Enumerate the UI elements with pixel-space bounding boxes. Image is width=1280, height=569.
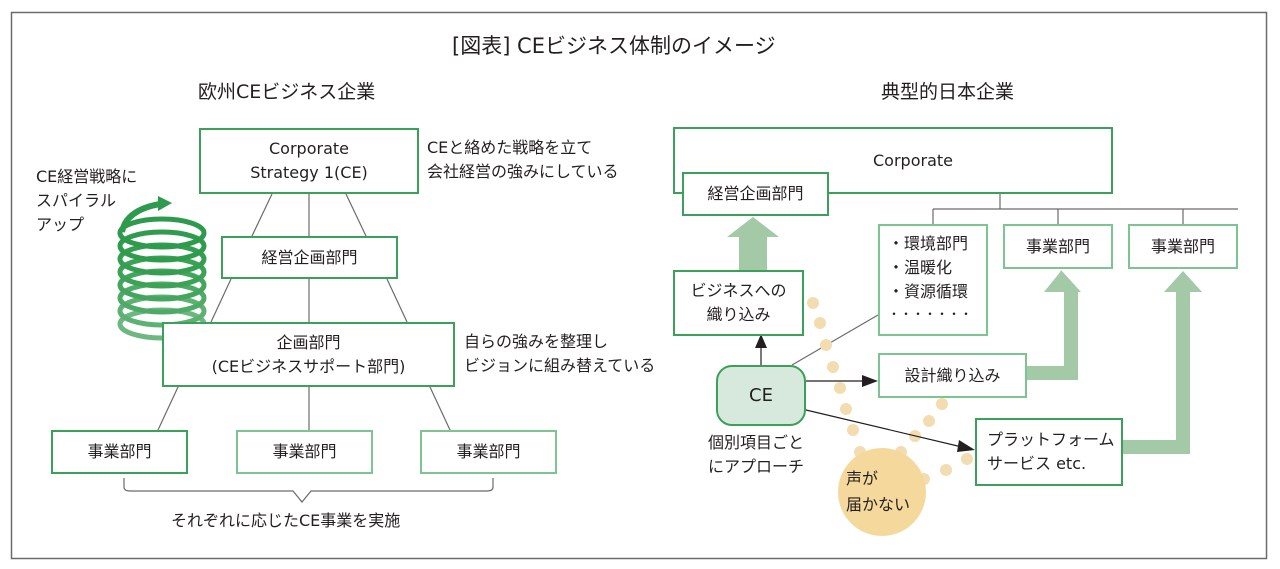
design-box: 設計織り込み (878, 353, 1027, 398)
right-connectors (791, 194, 1238, 366)
right-business-unit-1: 事業部門 (1003, 224, 1113, 269)
left-business-unit-2: 事業部門 (236, 430, 373, 474)
ce-note: 個別項目ごと にアプローチ (708, 433, 805, 476)
right-heading: 典型的日本企業 (881, 81, 1015, 103)
left-planning-box: 経営企画部門 (221, 236, 398, 279)
spiral-arrowhead-icon (158, 196, 172, 211)
strategy-box: Corporate Strategy 1(CE) (199, 128, 419, 194)
arrow-ce-to-platform (805, 409, 963, 448)
arrowhead-icon (957, 440, 975, 452)
ce-arrows (755, 334, 975, 452)
connector-line (210, 278, 232, 323)
flow-arrow-platform-head (1164, 271, 1202, 292)
flow-arrow-design-path (1026, 290, 1078, 380)
support-box: 企画部門 (CEビジネスサポート部門) (162, 322, 455, 387)
arrowhead-icon (862, 375, 878, 387)
support-note: 自らの強みを整理し ビジョンに組み替えている (464, 332, 656, 375)
flow-arrow-platform-path (1122, 290, 1190, 454)
left-business-unit-3: 事業部門 (420, 430, 557, 474)
arrowhead-icon (755, 334, 767, 348)
spiral-label: CE経営戦略に スパイラル アップ (36, 167, 138, 234)
env-dept-box: ・環境部門 ・温暖化 ・資源循環 ・・・・・・・ (878, 224, 988, 336)
right-flow-arrows (727, 217, 779, 270)
strategy-note: CEと絡めた戦略を立て 会社経営の強みにしている (427, 138, 619, 181)
left-business-unit-1: 事業部門 (51, 430, 188, 474)
connector-line (157, 386, 179, 431)
left-heading: 欧州CEビジネス企業 (198, 81, 376, 103)
platform-box: プラットフォーム サービス etc. (975, 418, 1123, 486)
dotted-arc (807, 297, 973, 485)
brace-label: それぞれに応じたCE事業を実施 (171, 511, 401, 530)
right-business-unit-2: 事業部門 (1128, 224, 1238, 269)
figure-frame (10, 11, 1268, 560)
right-planning-box: 経営企画部門 (682, 172, 829, 216)
connector-line (429, 386, 451, 431)
connector-line (251, 193, 273, 237)
voice-bubble: 声が 届かない (838, 448, 926, 536)
left-connectors (123, 193, 494, 503)
figure-title: [図表] CEビジネス体制のイメージ (452, 34, 776, 58)
connector-line (386, 278, 408, 323)
biz-weave-box: ビジネスへの 織り込み (673, 270, 804, 336)
flow-arrow-up (727, 217, 779, 270)
flow-arrow-design-headfix (1044, 271, 1080, 292)
brace-bracket (123, 478, 494, 503)
ce-box: CE (716, 365, 806, 426)
connector-line (345, 193, 367, 237)
